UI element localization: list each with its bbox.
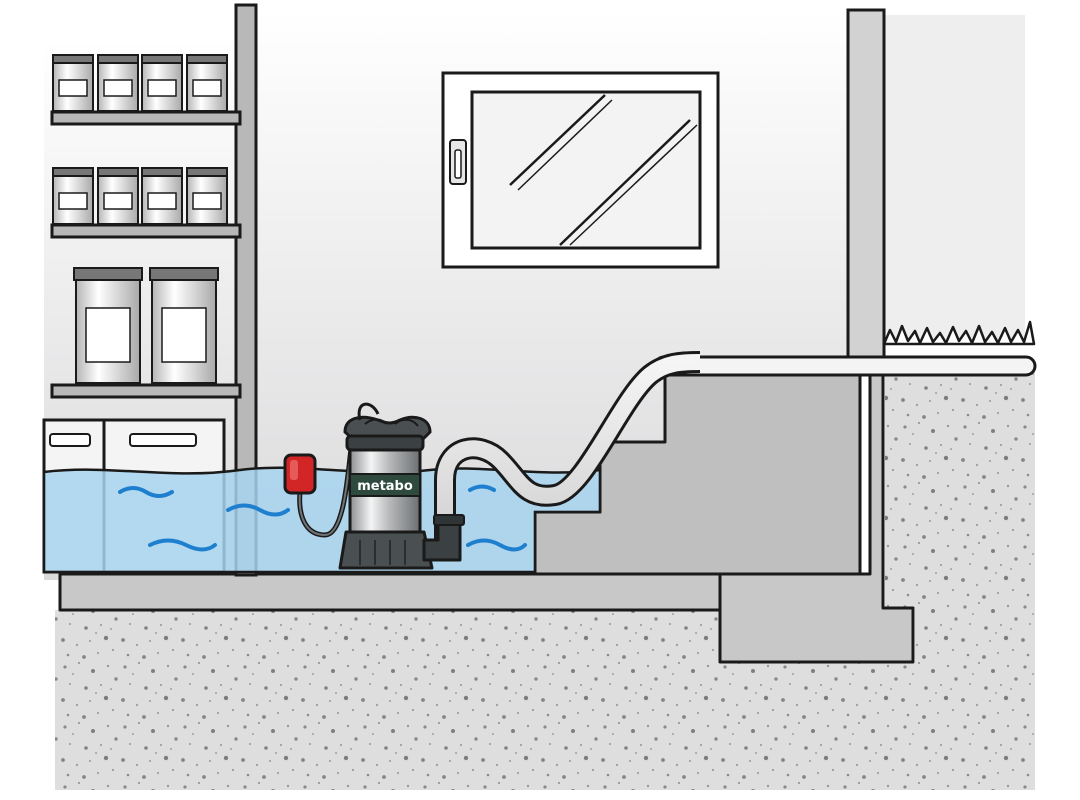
jar-row-middle (52, 167, 228, 225)
outer-wall-column (846, 8, 886, 362)
jar-icon (73, 267, 143, 384)
jar-icon (186, 54, 228, 112)
storage-shelf (50, 3, 258, 577)
jar-icon (52, 54, 94, 112)
jar-icon (141, 54, 183, 112)
grass-icon (882, 320, 1036, 346)
water-waves (118, 484, 527, 552)
jar-icon (97, 54, 139, 112)
jar-icon (186, 167, 228, 225)
pump-power-cable (357, 402, 380, 421)
outside-ground-slab (653, 355, 1037, 377)
ground-soil (55, 372, 1035, 790)
outside-sky-area (885, 15, 1025, 345)
jar-icon (52, 167, 94, 225)
jar-icon (141, 167, 183, 225)
jar-icon (97, 167, 139, 225)
float-switch-icon (283, 453, 317, 495)
submersible-pump-icon: metabo (338, 415, 465, 570)
window-icon (441, 71, 720, 269)
jar-row-bottom (73, 267, 219, 384)
pump-brand-label: metabo (357, 479, 413, 494)
jar-row-top (52, 54, 228, 112)
jar-icon (149, 267, 219, 384)
